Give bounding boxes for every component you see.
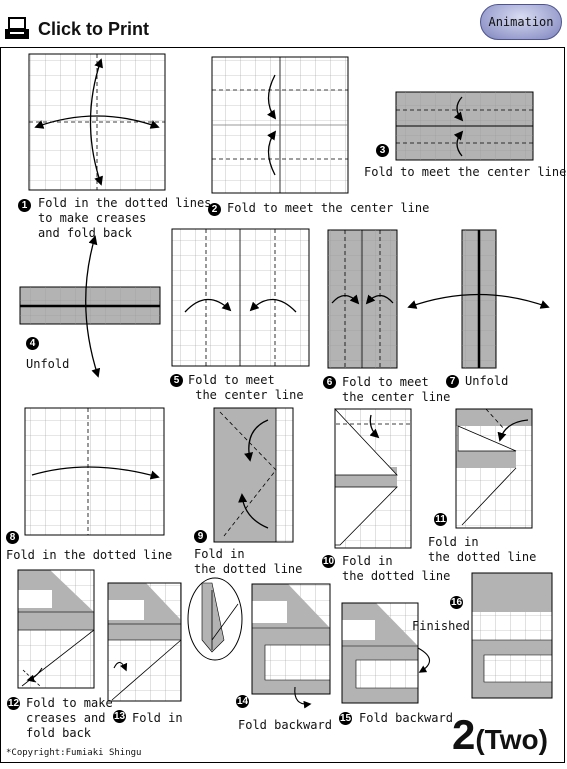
step-16-label: Finished [412,619,470,633]
step-8-diagram [24,407,165,536]
step-12-diagram [17,569,95,689]
step-7-diagram [407,229,550,369]
step-13-label: Fold in [132,711,183,725]
step-4-number: 4 [26,337,39,350]
step-12-number: 12 [7,697,20,710]
step-2-number: 2 [208,203,221,216]
step-14-diagram [251,583,331,709]
step-5-diagram [171,228,310,367]
step-16-number: 16 [450,596,463,609]
step-13-diagram [107,577,243,702]
step-5-number: 5 [170,374,183,387]
step-6-label: Fold to meet the center line [342,375,451,404]
step-11-diagram [455,408,533,529]
step-2-diagram [211,56,349,194]
step-3-number: 3 [376,144,389,157]
step-7-label: Unfold [465,374,509,388]
step-15-diagram [341,602,431,704]
step-9-diagram [213,407,294,543]
step-10-diagram [334,407,412,549]
step-1-label: Fold in the dotted lines to make creases… [38,196,212,240]
step-4-diagram [19,235,161,378]
step-14-label: Fold backward [238,718,332,732]
step-15-number: 15 [339,712,352,725]
print-label: Click to Print [38,18,150,39]
step-8-number: 8 [6,531,19,544]
step-11-label: Fold in the dotted line [428,535,537,564]
step-7-number: 7 [446,375,459,388]
step-6-diagram [327,229,398,369]
step-15-label: Fold backward [359,711,453,725]
step-1-diagram [28,53,166,191]
step-4-label: Unfold [26,357,70,371]
step-8-label: Fold in the dotted line [6,548,173,562]
step-3-label: Fold to meet the center line [364,165,567,179]
step-10-number: 10 [322,555,335,568]
diagram-frame [0,47,565,763]
step-9-label: Fold in the dotted line [194,547,303,576]
step-11-number: 11 [434,513,447,526]
copyright-text: *Copyright:Fumiaki Shingu [6,748,142,758]
page-number-word: (Two) [475,724,548,755]
animation-button[interactable]: Animation [480,4,562,40]
step-12-label: Fold to make creases and fold back [26,696,113,740]
step-6-number: 6 [323,376,336,389]
print-button[interactable]: Click to Print [3,14,149,44]
step-14-number: 14 [236,695,249,708]
step-10-label: Fold in the dotted line [342,554,451,583]
step-9-number: 9 [194,530,207,543]
step-13-number: 13 [113,710,126,723]
printer-icon [5,17,29,39]
step-2-label: Fold to meet the center line [227,201,430,215]
step-1-number: 1 [18,199,31,212]
step-3-diagram [395,91,534,161]
page-number-digit: 2 [452,711,476,758]
step-5-label: Fold to meet the center line [188,373,304,402]
step-16-diagram [471,572,553,699]
page-number: 2(Two) [452,711,548,759]
